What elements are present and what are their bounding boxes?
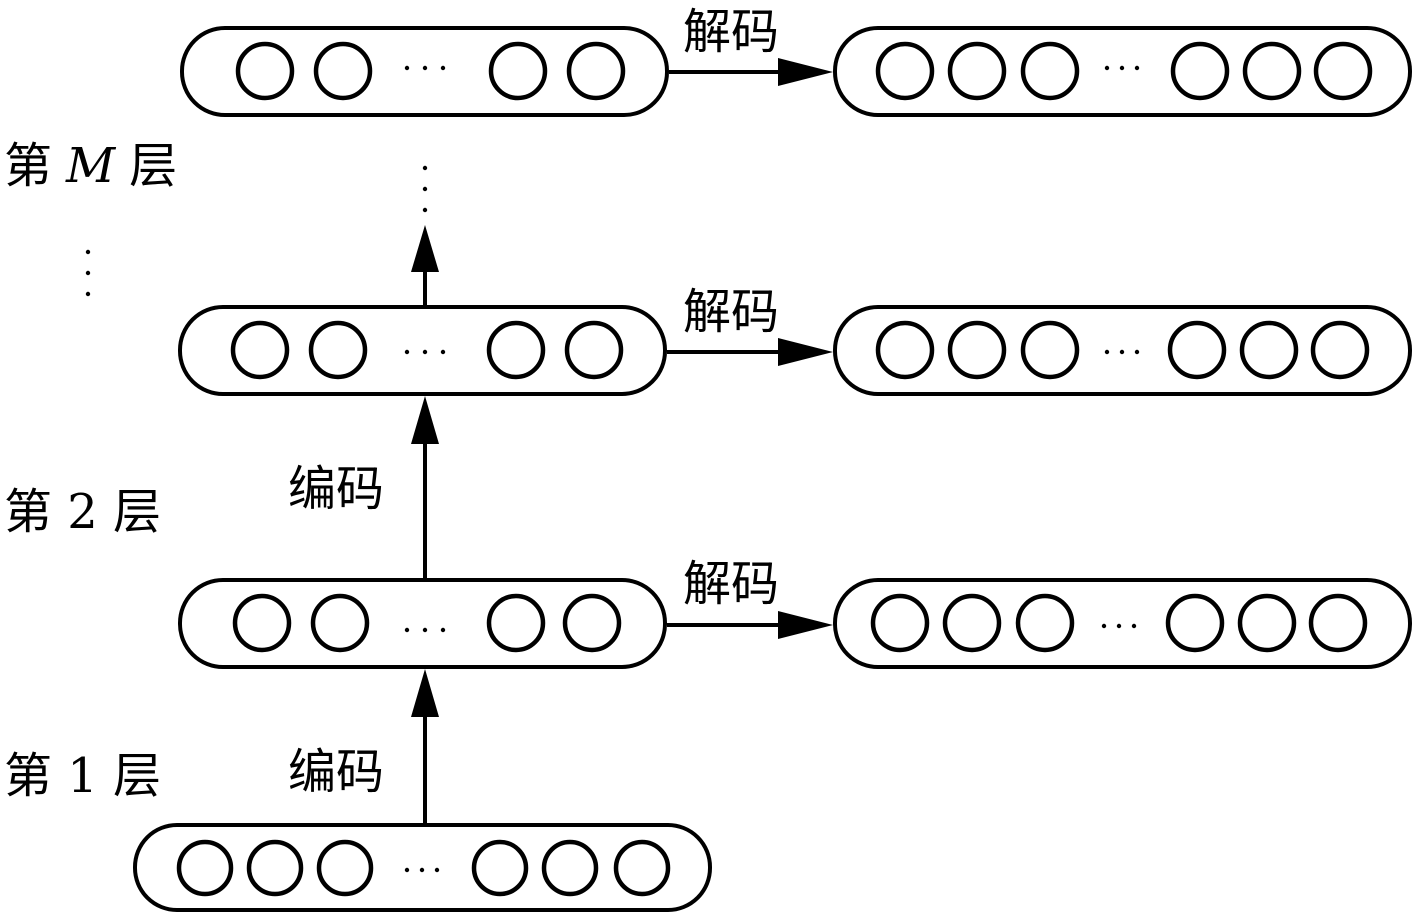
reconstruction-neuron xyxy=(1020,41,1080,101)
hidden-neuron xyxy=(566,41,626,101)
continuation-arrow xyxy=(411,225,439,307)
decode-label-2: 解码 xyxy=(683,284,779,340)
hidden-layer-m-ellipsis xyxy=(404,65,446,71)
reconstruction-neuron xyxy=(870,593,930,653)
input-neuron xyxy=(471,839,529,897)
encode-label-1: 编码 xyxy=(288,744,384,800)
hidden-neuron xyxy=(310,593,370,653)
hidden-layer-2 xyxy=(178,305,667,396)
input-neuron xyxy=(613,839,671,897)
input-ellipsis xyxy=(404,867,440,873)
reconstruction-layer-m-ellipsis xyxy=(1104,65,1140,71)
encode-arrow-2 xyxy=(411,396,439,580)
hidden-layer-m-box xyxy=(180,26,669,117)
decode-arrow-m xyxy=(669,58,833,86)
hidden-neuron xyxy=(488,41,548,101)
decode-label-1: 解码 xyxy=(683,556,779,612)
layer-2-label: 第 2 层 xyxy=(4,484,161,540)
reconstruction-layer-2 xyxy=(833,305,1412,396)
reconstruction-layer-m xyxy=(833,26,1412,117)
reconstruction-neuron xyxy=(1015,593,1075,653)
input-neuron xyxy=(246,839,304,897)
input-neuron xyxy=(541,839,599,897)
hidden-layer-1-box xyxy=(178,578,667,669)
reconstruction-neuron xyxy=(1313,41,1373,101)
vertical-ellipsis-left xyxy=(85,249,91,297)
reconstruction-neuron xyxy=(942,593,1002,653)
hidden-neuron xyxy=(235,41,295,101)
hidden-layer-m xyxy=(180,26,669,117)
input-layer xyxy=(133,823,712,912)
encode-arrow-1 xyxy=(411,669,439,825)
input-neuron xyxy=(176,839,234,897)
hidden-neuron xyxy=(486,593,546,653)
hidden-neuron xyxy=(232,593,292,653)
decode-arrow-1 xyxy=(667,611,833,639)
hidden-neuron xyxy=(313,41,373,101)
encode-label-2: 编码 xyxy=(288,461,384,517)
hidden-neuron xyxy=(308,320,368,380)
input-neuron xyxy=(316,839,374,897)
layer-m-label-variable: M xyxy=(65,138,117,194)
reconstruction-neuron xyxy=(1167,320,1227,380)
reconstruction-neuron xyxy=(1165,593,1225,653)
reconstruction-neuron xyxy=(1239,320,1299,380)
reconstruction-layer-1-ellipsis xyxy=(1101,623,1137,629)
vertical-ellipsis-center xyxy=(422,165,428,213)
hidden-neuron xyxy=(230,320,290,380)
hidden-layer-2-ellipsis xyxy=(404,349,446,355)
reconstruction-layer-2-ellipsis xyxy=(1104,349,1140,355)
decode-arrow-2 xyxy=(667,338,833,366)
reconstruction-neuron xyxy=(1237,593,1297,653)
reconstruction-layer-1 xyxy=(833,578,1412,669)
hidden-layer-1 xyxy=(178,578,667,669)
reconstruction-neuron xyxy=(1242,41,1302,101)
reconstruction-neuron xyxy=(875,320,935,380)
layer-1-label: 第 1 层 xyxy=(4,748,161,804)
reconstruction-neuron xyxy=(1308,593,1368,653)
reconstruction-neuron xyxy=(947,320,1007,380)
reconstruction-neuron xyxy=(1310,320,1370,380)
layer-m-label-prefix: 第 xyxy=(4,138,52,194)
reconstruction-neuron xyxy=(875,41,935,101)
hidden-layer-1-ellipsis xyxy=(404,627,446,633)
reconstruction-neuron xyxy=(947,41,1007,101)
reconstruction-neuron xyxy=(1020,320,1080,380)
decode-label-m: 解码 xyxy=(683,4,779,60)
hidden-neuron xyxy=(562,593,622,653)
reconstruction-neuron xyxy=(1170,41,1230,101)
hidden-neuron xyxy=(486,320,546,380)
layer-m-label-suffix: 层 xyxy=(129,138,177,194)
hidden-layer-2-box xyxy=(178,305,667,396)
hidden-neuron xyxy=(564,320,624,380)
